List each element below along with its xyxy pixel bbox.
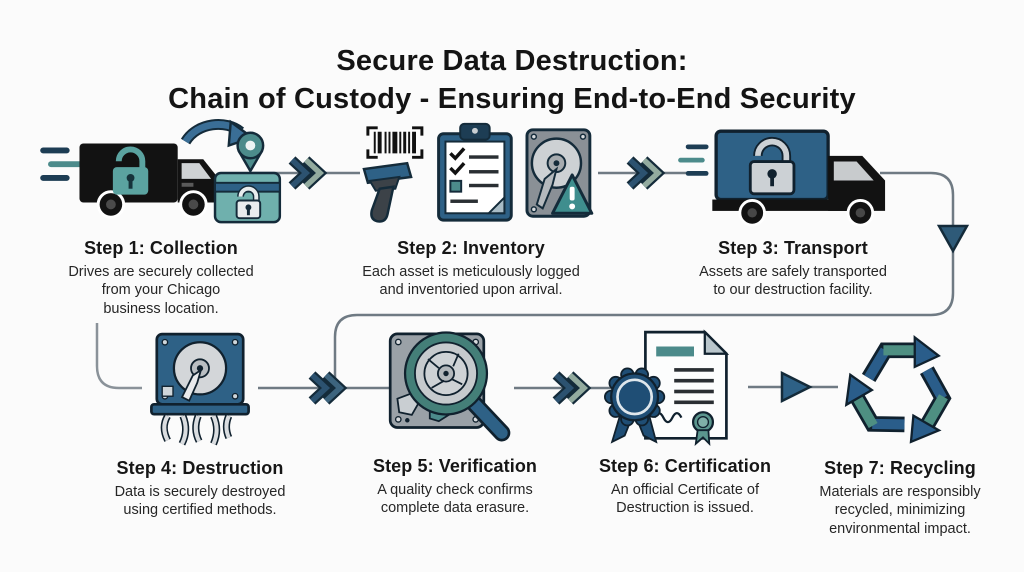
step-heading: Step 1: Collection [84,238,238,258]
step-description: Assets are safely transported to our des… [699,264,887,299]
shredded-harddrive-icon [150,332,250,446]
connector-step3-wrap-around [333,171,970,383]
double-chevron-right-icon [626,156,666,190]
connector-step5-step6 [514,371,614,405]
step-heading: Step 4: Destruction [116,458,284,478]
collection-truck-and-locked-bin-icon [40,119,282,224]
step-description: Each asset is meticulously logged and in… [362,264,580,299]
step-description: Materials are responsibly recycled, mini… [819,484,981,537]
step-description: Drives are securely collected from your … [68,264,254,317]
step-7-recycling: Step 7: Recycling Materials are responsi… [792,330,1008,538]
connector-step4-step5 [258,371,396,405]
step-1-collection: Step 1: Collection Drives are securely c… [30,118,292,318]
step-6-certification: Step 6: Certification An official Certif… [576,328,794,518]
step-2-inventory: Step 2: Inventory Each asset is meticulo… [340,118,602,300]
barcode-scanner-checklist-harddrive-icon [362,122,594,223]
step-heading: Step 2: Inventory [397,238,545,258]
step-heading: Step 7: Recycling [824,458,976,478]
double-chevron-right-icon [308,371,348,405]
page-title: Secure Data Destruction: Chain of Custod… [168,45,856,116]
step-description: A quality check confirms complete data e… [377,482,533,517]
double-chevron-right-icon [288,156,328,190]
step-3-transport: Step 3: Transport Assets are safely tran… [662,116,924,300]
magnifier-over-harddrive-icon [388,331,511,442]
step-heading: Step 3: Transport [718,238,868,258]
step-heading: Step 6: Certification [598,456,772,476]
triangle-arrow-right-icon [780,370,813,404]
step-4-destruction: Step 4: Destruction Data is securely des… [88,330,312,520]
certificate-with-seal-icon [604,329,730,446]
step-description: An official Certificate of Destruction i… [610,482,760,517]
step-5-verification: Step 5: Verification A quality check con… [346,328,564,518]
down-arrow-icon [936,224,970,254]
step-heading: Step 5: Verification [372,456,538,476]
step-description: Data is securely destroyed using certifi… [114,484,286,519]
connector-into-step4 [95,323,142,390]
locked-transport-truck-icon [678,129,886,227]
connector-step6-step7 [748,370,838,404]
recycling-arrows-icon [830,330,970,448]
double-chevron-right-icon [552,371,592,405]
